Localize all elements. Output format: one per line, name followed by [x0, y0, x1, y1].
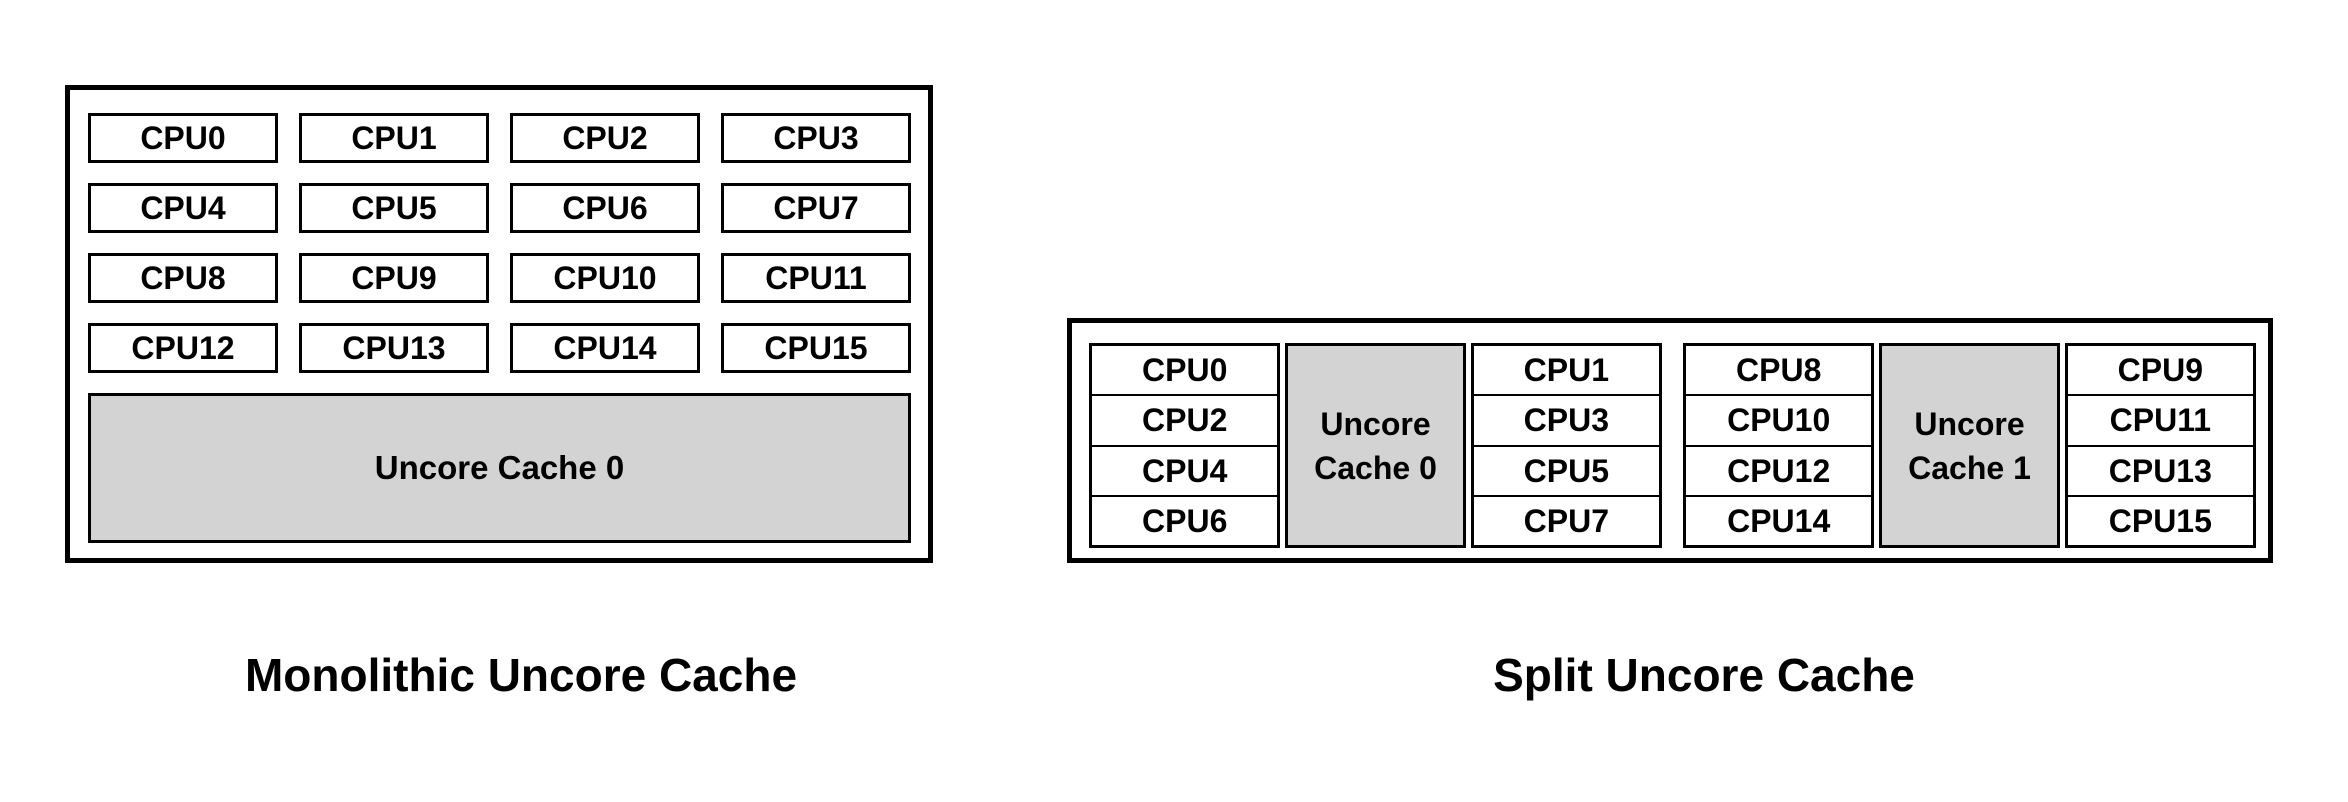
cpu-box: CPU15: [721, 323, 911, 373]
cpu-box: CPU1: [299, 113, 489, 163]
cache-cluster-1: CPU8 CPU10 CPU12 CPU14 Uncore Cache 1 CP…: [1683, 343, 2256, 548]
monolithic-uncore-diagram: CPU0 CPU1 CPU2 CPU3 CPU4 CPU5 CPU6 CPU7 …: [65, 85, 933, 563]
monolithic-caption: Monolithic Uncore Cache: [244, 649, 798, 701]
cpu-box: CPU3: [1473, 396, 1659, 447]
cpu-box: CPU13: [299, 323, 489, 373]
cpu-box: CPU3: [721, 113, 911, 163]
cpu-box: CPU4: [1092, 447, 1278, 497]
cpu-box: CPU11: [2067, 396, 2253, 447]
uncore-cache-0-box: Uncore Cache 0: [1285, 343, 1466, 548]
cpu-box: CPU15: [2108, 502, 2212, 539]
cpu-box: CPU14: [510, 323, 700, 373]
cpu-box: CPU13: [2067, 447, 2253, 497]
cpu-column-even: CPU8 CPU10 CPU12 CPU14: [1683, 343, 1875, 548]
uncore-cache-0-box: Uncore Cache 0: [88, 393, 911, 543]
cpu-box: CPU12: [88, 323, 278, 373]
uncore-cache-1-box: Uncore Cache 1: [1879, 343, 2060, 548]
cpu-box: CPU8: [1686, 346, 1872, 397]
cpu-box: CPU14: [1727, 502, 1831, 539]
cpu-box: CPU2: [510, 113, 700, 163]
cpu-box: CPU8: [88, 253, 278, 303]
cpu-box: CPU2: [1092, 396, 1278, 447]
cpu-box: CPU5: [299, 183, 489, 233]
cpu-column-odd: CPU9 CPU11 CPU13 CPU15: [2064, 343, 2256, 548]
cpu-box: CPU7: [721, 183, 911, 233]
cpu-box: CPU0: [88, 113, 278, 163]
cpu-box: CPU6: [1142, 502, 1228, 539]
split-uncore-diagram: CPU0 CPU2 CPU4 CPU6 Uncore Cache 0 CPU1 …: [1067, 318, 2273, 563]
cpu-box: CPU10: [1686, 396, 1872, 447]
split-caption: Split Uncore Cache: [1493, 649, 1915, 701]
cpu-box: CPU9: [299, 253, 489, 303]
cpu-box: CPU6: [510, 183, 700, 233]
cpu-box: CPU4: [88, 183, 278, 233]
cpu-box: CPU11: [721, 253, 911, 303]
cpu-column-odd: CPU1 CPU3 CPU5 CPU7: [1470, 343, 1662, 548]
monolithic-cpu-grid: CPU0 CPU1 CPU2 CPU3 CPU4 CPU5 CPU6 CPU7 …: [88, 113, 911, 373]
cpu-box: CPU9: [2067, 346, 2253, 397]
cpu-box: CPU5: [1473, 447, 1659, 497]
cpu-box: CPU1: [1473, 346, 1659, 397]
cpu-box: CPU0: [1092, 346, 1278, 397]
cache-cluster-0: CPU0 CPU2 CPU4 CPU6 Uncore Cache 0 CPU1 …: [1089, 343, 1662, 548]
cpu-column-even: CPU0 CPU2 CPU4 CPU6: [1089, 343, 1281, 548]
cpu-box: CPU12: [1686, 447, 1872, 497]
cpu-box: CPU10: [510, 253, 700, 303]
cpu-box: CPU7: [1523, 502, 1609, 539]
